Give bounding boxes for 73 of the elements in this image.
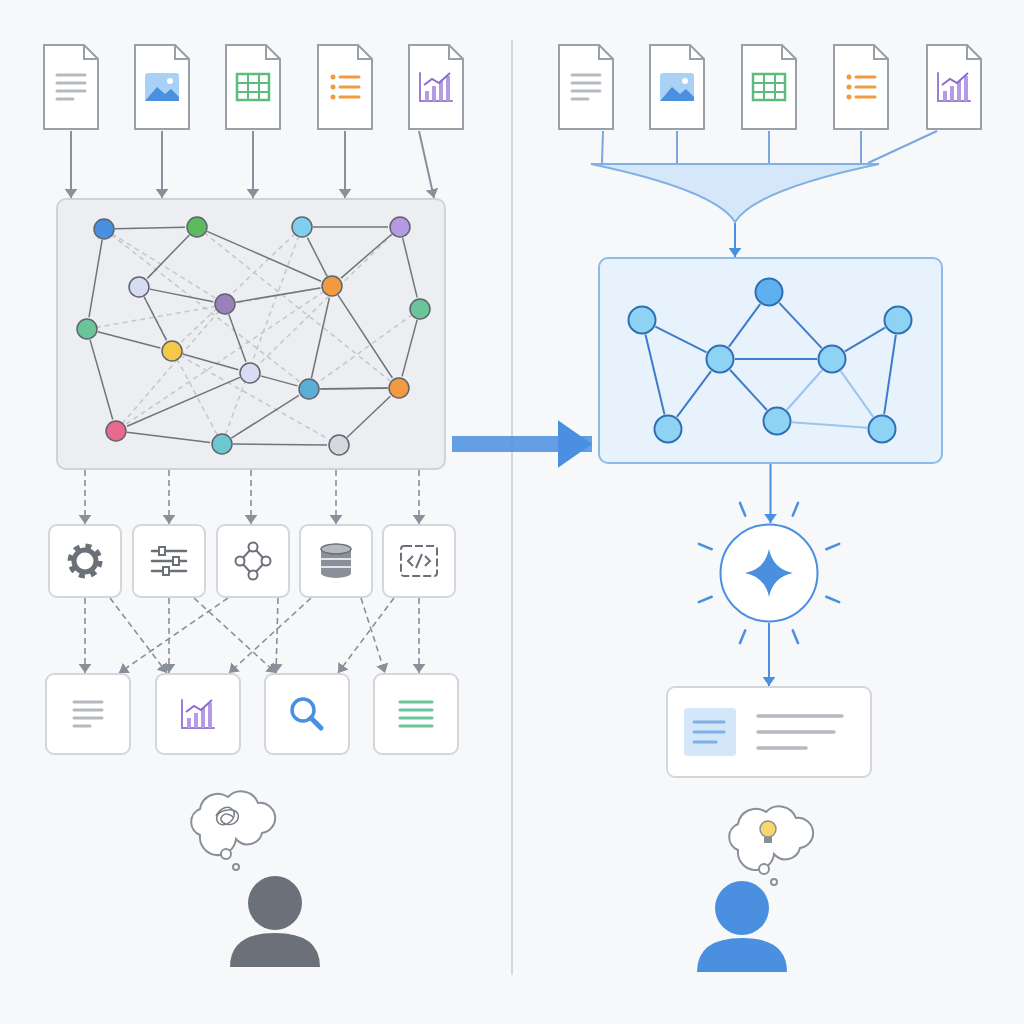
text-document-icon: [45, 673, 131, 755]
arrow: [728, 222, 742, 258]
arrow: [64, 130, 78, 199]
result-card: [666, 686, 872, 778]
database-icon: [299, 524, 373, 598]
arrow: [412, 469, 426, 525]
chart-document-icon: [925, 43, 983, 131]
graph-node-circle: [817, 344, 847, 374]
arrow: [162, 597, 176, 674]
arrow: [418, 130, 439, 199]
sliders-icon: [132, 524, 206, 598]
arrow: [360, 597, 389, 674]
graph-node-circle: [705, 344, 735, 374]
connector-line: [675, 370, 713, 418]
graph-node-circle: [627, 305, 657, 335]
large-arrow: [452, 420, 592, 468]
connector-line: [790, 421, 869, 429]
graph-node-circle: [762, 406, 792, 436]
graph-node-circle: [883, 305, 913, 335]
spreadsheet-document-icon: [224, 43, 282, 131]
graph-node-circle: [653, 414, 683, 444]
arrow: [329, 469, 343, 525]
search-card: [264, 673, 350, 755]
sparkle-circle: [719, 523, 819, 623]
connector-line: [644, 333, 666, 416]
arrow: [193, 597, 277, 674]
chart-document-icon: [407, 43, 465, 131]
connector-line: [676, 130, 678, 164]
connector-line: [867, 130, 938, 164]
arrow: [78, 469, 92, 525]
arrow: [155, 130, 169, 199]
network-panel: [56, 198, 446, 470]
arrow: [412, 597, 426, 674]
connector-line: [729, 369, 768, 411]
arrow: [118, 597, 229, 674]
arrow: [162, 469, 176, 525]
bar-chart-card: [155, 673, 241, 755]
arrow: [246, 130, 260, 199]
funnel-shape: [590, 163, 880, 223]
arrow: [337, 597, 395, 674]
arrow: [764, 463, 777, 524]
spreadsheet-document-icon: [740, 43, 798, 131]
text-document-icon: [557, 43, 615, 131]
graph-panel: [598, 257, 943, 464]
arrow: [762, 622, 776, 687]
connector-line: [785, 369, 824, 411]
arrow: [78, 597, 92, 674]
connector-line: [734, 358, 818, 360]
node-graph-icon: [216, 524, 290, 598]
connector-line: [860, 130, 862, 164]
graph-node-circle: [754, 277, 784, 307]
connector-line: [843, 326, 887, 353]
connector-line: [768, 130, 770, 164]
list-document-icon: [316, 43, 374, 131]
connector-line: [778, 301, 823, 350]
text-lines-card: [373, 673, 459, 755]
connector-line: [839, 370, 875, 418]
connector-line: [883, 333, 897, 416]
connector-line: [601, 130, 604, 164]
code-icon: [382, 524, 456, 598]
list-document-icon: [832, 43, 890, 131]
connector-line: [654, 325, 708, 354]
connector-line: [727, 303, 762, 348]
image-document-icon: [133, 43, 191, 131]
arrow: [338, 130, 352, 199]
arrow: [228, 597, 312, 674]
arrow: [244, 469, 258, 525]
graph-node-circle: [867, 414, 897, 444]
arrow: [269, 597, 283, 674]
image-document-icon: [648, 43, 706, 131]
gear-icon: [48, 524, 122, 598]
arrow: [109, 597, 168, 674]
text-document-icon: [42, 43, 100, 131]
